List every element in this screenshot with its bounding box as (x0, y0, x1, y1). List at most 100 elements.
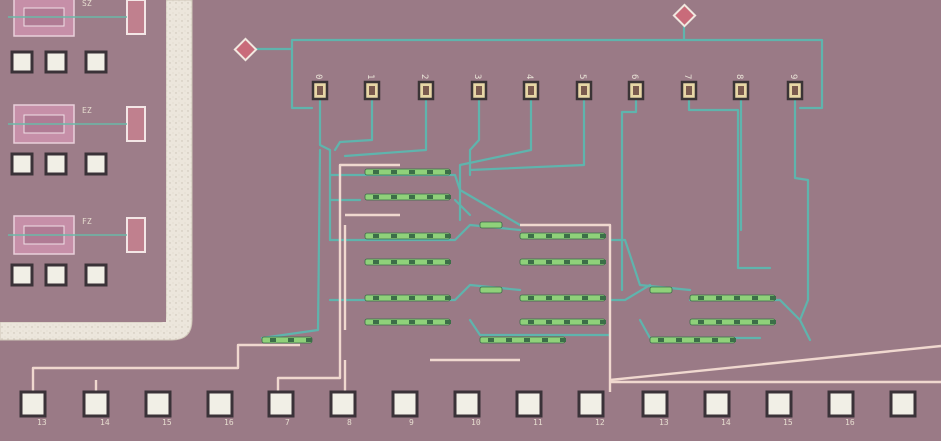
waveguide-route (458, 97, 533, 222)
bond-pad-1: 13 (19, 390, 47, 427)
pad-square (827, 390, 855, 418)
grating-coupler-0: 0 (311, 74, 329, 101)
heater-tap (546, 320, 552, 324)
channel-label: 2 (419, 74, 429, 79)
grating-coupler-4: 4 (522, 74, 540, 101)
coupler-grating (738, 86, 744, 95)
heater-tap (716, 296, 722, 300)
heater-tap (427, 234, 433, 238)
pad-label: 13 (37, 418, 47, 427)
bond-pad-2: 14 (82, 390, 110, 427)
heater-tap (546, 296, 552, 300)
small-pad (84, 152, 108, 176)
waveguide-route (260, 148, 322, 340)
pad-label: 10 (471, 418, 481, 427)
pad-square (19, 390, 47, 418)
bond-pad-4: 16 (206, 390, 234, 427)
pad-square (329, 390, 357, 418)
bond-pad-5: 7 (267, 390, 295, 427)
channel-label: 0 (313, 74, 323, 79)
heater-arm (364, 294, 451, 302)
pad-square (144, 390, 172, 418)
metal-trace (31, 343, 300, 392)
heater-tap (373, 296, 379, 300)
heater-tap (658, 338, 664, 342)
heater-tap (600, 234, 606, 238)
heater-arm (519, 318, 606, 326)
bond-pad-6: 8 (329, 390, 357, 427)
small-pad (10, 263, 34, 287)
pad-label: 12 (595, 418, 605, 427)
heater-tap (564, 320, 570, 324)
channel-label: 9 (788, 74, 798, 79)
heater-tap (488, 338, 494, 342)
interferometer-array (261, 168, 776, 344)
block-label: SZ (82, 0, 92, 8)
alignment-mark-left (233, 37, 258, 62)
heater-tap (445, 296, 451, 300)
heater-tap (306, 338, 312, 342)
test-block-1: SZ (8, 0, 146, 74)
waveguide-route (468, 97, 586, 172)
grating-coupler-9: 9 (786, 74, 804, 101)
heater-tap (770, 320, 776, 324)
channel-label: 7 (682, 74, 692, 79)
heater-tap (445, 260, 451, 264)
heater-tap (506, 338, 512, 342)
small-pad (10, 50, 34, 74)
coupler-grating (792, 86, 798, 95)
channel-label: 5 (577, 74, 587, 79)
side-electrode (126, 217, 146, 253)
heater-tap (409, 260, 415, 264)
heater-tap (373, 170, 379, 174)
side-electrode (126, 0, 146, 35)
metal-trace (520, 223, 612, 392)
heater-tap (391, 195, 397, 199)
heater-arm (261, 336, 313, 344)
heater-tap (528, 234, 534, 238)
bond-pad-10: 12 (577, 390, 605, 427)
short-heater (479, 286, 503, 294)
heater-tap (373, 320, 379, 324)
heater-tap (730, 338, 736, 342)
heater-tap (676, 338, 682, 342)
pad-square (641, 390, 669, 418)
metal-trace (338, 163, 400, 330)
pad-square (515, 390, 543, 418)
pad-label: 13 (659, 418, 669, 427)
heater-tap (542, 338, 548, 342)
heater-tap (391, 296, 397, 300)
waveguide-route (328, 173, 522, 227)
heater-tap (409, 320, 415, 324)
heater-tap (524, 338, 530, 342)
short-heater (479, 221, 503, 229)
heater-arm (649, 336, 736, 344)
heater-tap (409, 234, 415, 238)
heater-tap (391, 170, 397, 174)
heater-arm (479, 336, 566, 344)
metal-trace (609, 344, 941, 382)
bond-pad-edge (889, 390, 917, 418)
coupler-grating (317, 86, 323, 95)
waveguide-route (318, 97, 332, 242)
heater-tap (427, 320, 433, 324)
grating-coupler-1: 1 (363, 74, 381, 101)
bond-pad-7: 9 (391, 390, 419, 427)
heater-tap (564, 260, 570, 264)
heater-tap (582, 296, 588, 300)
pad-label: 15 (783, 418, 793, 427)
waveguide-route (687, 97, 772, 270)
bond-pad-3: 15 (144, 390, 172, 427)
heater-tap (564, 234, 570, 238)
heater-tap (582, 320, 588, 324)
heater-arm (519, 258, 606, 266)
pad-label: 7 (285, 418, 290, 427)
grating-coupler-3: 3 (470, 74, 488, 101)
heater-tap (391, 234, 397, 238)
heater-arm (689, 318, 776, 326)
pad-label: 9 (409, 418, 414, 427)
side-electrode (126, 106, 146, 142)
test-block-2: EZ (8, 104, 146, 176)
